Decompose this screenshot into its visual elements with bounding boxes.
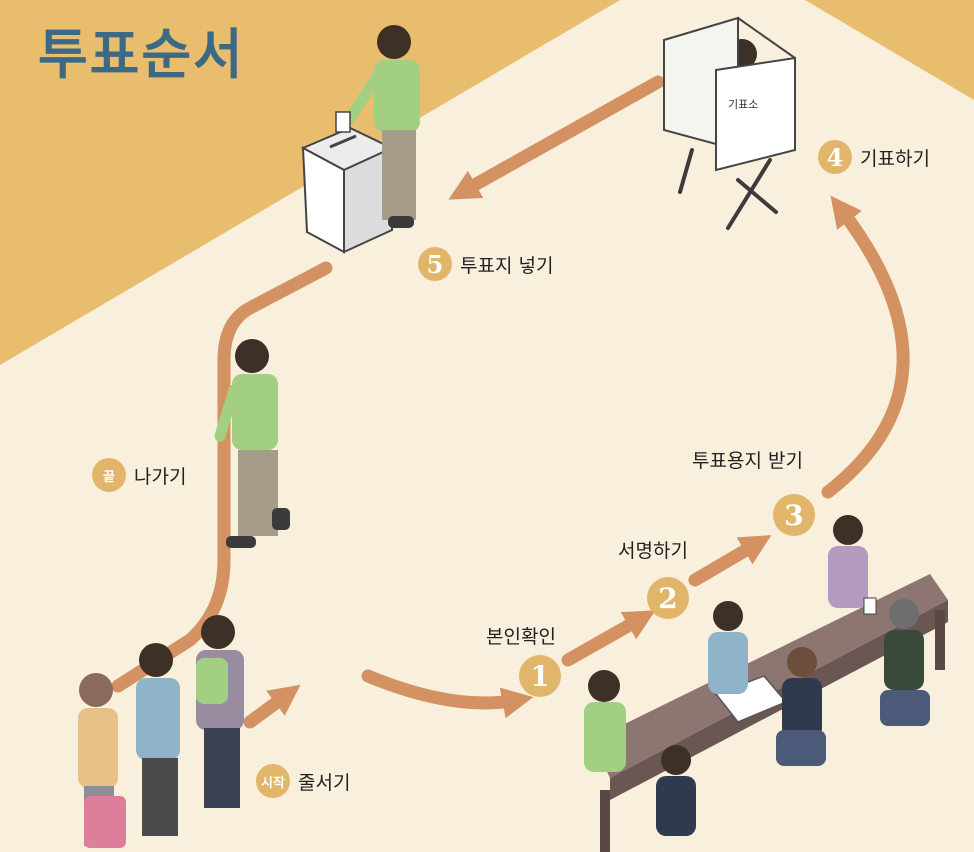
step-end-badge: 끝: [92, 458, 126, 492]
queue-people: [78, 615, 244, 848]
step-2-badge: 2: [647, 577, 689, 619]
ballot-box: [300, 126, 395, 254]
poll-workers: [656, 599, 930, 836]
top-right-corner-band: [805, 0, 974, 100]
voter-exiting: [214, 339, 290, 548]
step-1-label: 본인확인: [486, 626, 556, 648]
arrow-4-to-5: [448, 75, 665, 200]
voters-at-table: [584, 515, 877, 772]
step-start-label: 줄서기: [298, 771, 351, 794]
step-4-badge: 4: [818, 140, 852, 174]
step-3-label: 투표용지 받기: [692, 450, 803, 472]
step-end: 끝 나가기: [92, 458, 186, 492]
step-5-badge: 5: [418, 247, 452, 281]
booth-sign-text: 기표소: [728, 98, 759, 111]
arrow-queue-to-1: [361, 669, 534, 719]
arrow-1-to-2: [561, 610, 656, 667]
arrow-2-to-3: [688, 535, 772, 587]
step-2-label: 서명하기: [618, 540, 688, 562]
voting-booth: [663, 16, 796, 230]
page-title: 투표순서: [38, 23, 245, 86]
step-start-badge: 시작: [256, 764, 290, 798]
step-start: 시작 줄서기: [256, 764, 350, 798]
step-3-badge: 3: [773, 494, 815, 536]
step-5: 5 투표지 넣기: [418, 247, 553, 281]
step-1-badge: 1: [519, 655, 561, 697]
arrow-start-queue: [243, 684, 301, 729]
step-end-label: 나가기: [134, 465, 187, 488]
step-4-label: 기표하기: [860, 147, 930, 170]
step-5-label: 투표지 넣기: [460, 254, 554, 277]
step-4: 4 기표하기: [818, 140, 930, 174]
voter-casting-ballot: [335, 25, 420, 228]
arrow-3-to-4: [821, 195, 910, 499]
